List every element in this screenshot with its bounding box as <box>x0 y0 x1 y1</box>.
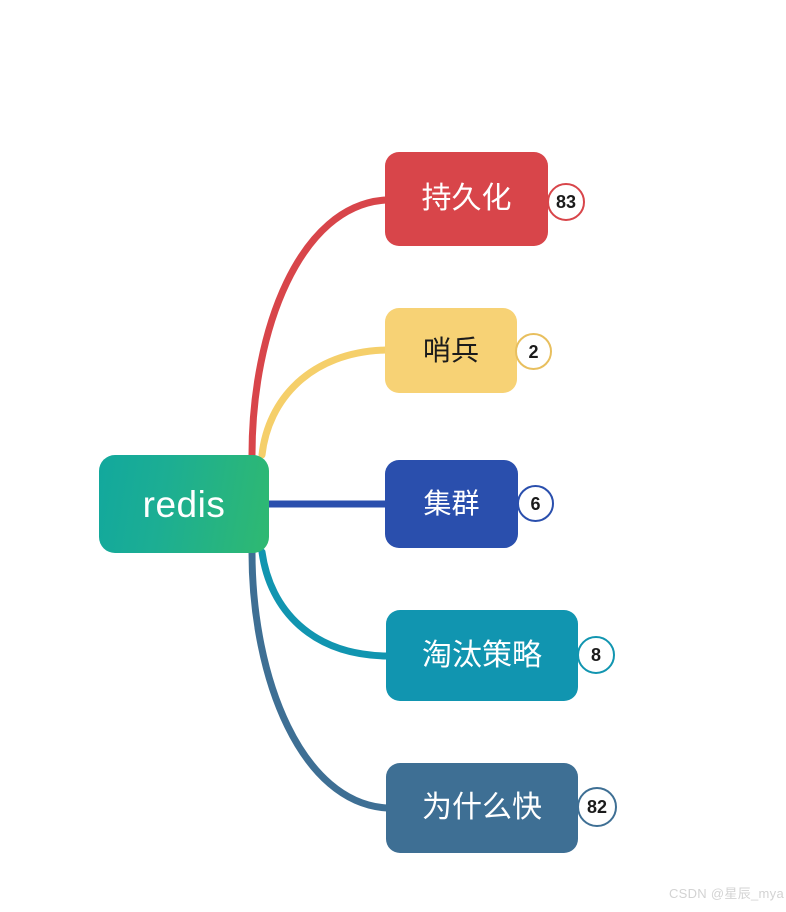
branch-badge-weishenmekuai[interactable]: 82 <box>577 787 617 827</box>
mindmap-root-node[interactable]: redis <box>99 455 269 553</box>
connector-root-to-weishenmekuai <box>248 548 391 812</box>
branch-node-label-shaobing: 哨兵 <box>422 334 479 366</box>
mindmap-branch-node-shaobing[interactable]: 哨兵 <box>385 308 517 393</box>
branch-badge-count-weishenmekuai: 82 <box>586 797 608 817</box>
mindmap-branch-node-weishenmekuai[interactable]: 为什么快 <box>386 763 578 853</box>
connector-root-to-shaobing <box>258 346 390 459</box>
branch-node-label-weishenmekuai: 为什么快 <box>422 791 542 824</box>
root-node-label: redis <box>142 483 226 525</box>
branch-badge-count-taotaicelue: 8 <box>590 645 601 665</box>
mindmap-branch-node-chijiuhua[interactable]: 持久化 <box>385 152 548 246</box>
branch-badge-chijiuhua[interactable]: 83 <box>547 183 585 221</box>
branch-badge-count-chijiuhua: 83 <box>555 192 577 212</box>
branch-badge-count-shaobing: 2 <box>528 341 539 362</box>
branch-badge-jiqun[interactable]: 6 <box>517 485 554 522</box>
branch-node-label-chijiuhua: 持久化 <box>421 182 512 215</box>
branch-badge-count-jiqun: 6 <box>530 493 541 514</box>
connector-root-to-chijiuhua <box>248 196 390 459</box>
mindmap-branch-node-jiqun[interactable]: 集群 <box>385 460 518 548</box>
branch-badge-shaobing[interactable]: 2 <box>515 333 552 370</box>
branch-node-label-taotaicelue: 淘汰策略 <box>422 638 542 672</box>
watermark-text: CSDN @星辰_mya <box>668 886 784 901</box>
mindmap-branch-node-taotaicelue[interactable]: 淘汰策略 <box>386 610 578 701</box>
connector-root-to-taotaicelue <box>258 548 391 660</box>
branch-badge-taotaicelue[interactable]: 8 <box>577 636 615 674</box>
branch-node-label-jiqun: 集群 <box>423 488 480 519</box>
